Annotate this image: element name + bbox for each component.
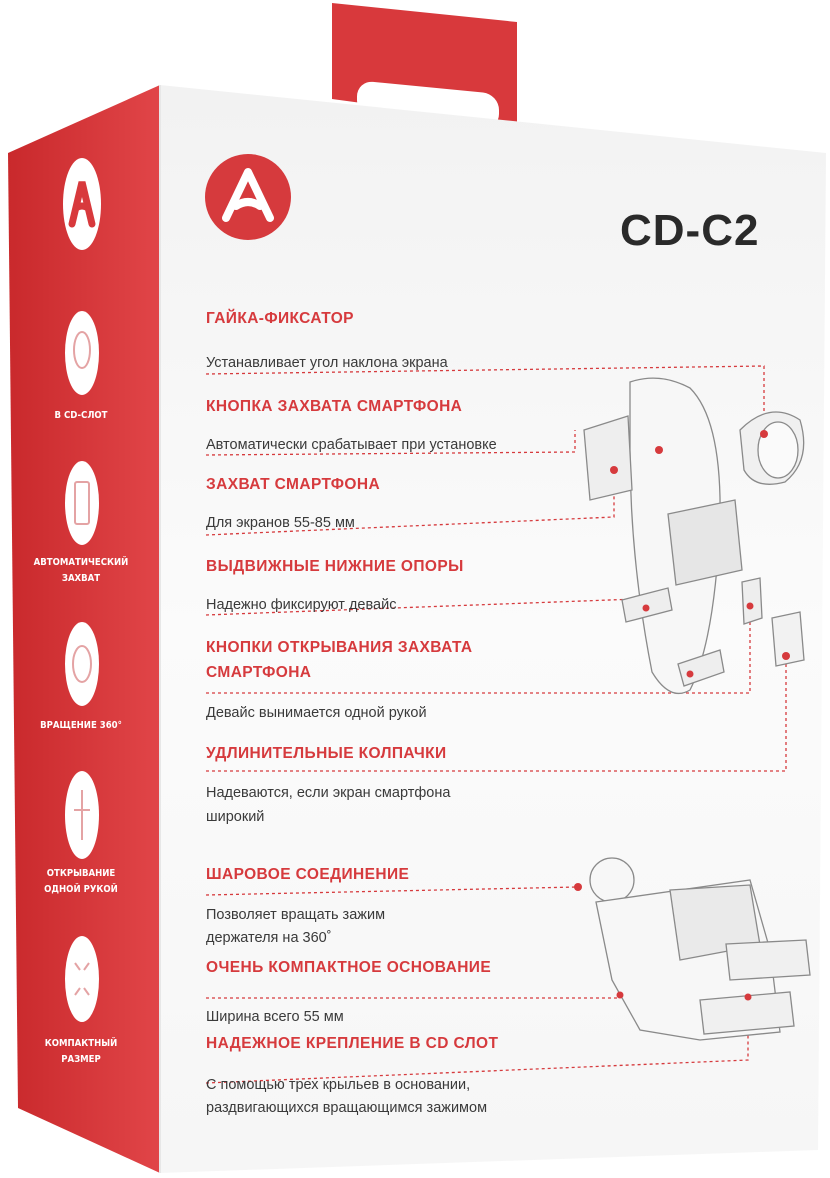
feature-desc: широкий	[206, 809, 265, 825]
feature-title: ЗАХВАТ СМАРТФОНА	[206, 476, 381, 493]
feature-title: СМАРТФОНА	[206, 664, 312, 681]
side-icons	[63, 158, 101, 1022]
feature-desc: Устанавливает угол наклона экрана	[206, 355, 448, 371]
feature-title: УДЛИНИТЕЛЬНЫЕ КОЛПАЧКИ	[206, 745, 447, 762]
side-label-cd-slot: В CD-СЛОТ	[54, 410, 108, 421]
feature-title: КНОПКИ ОТКРЫВАНИЯ ЗАХВАТА	[206, 639, 473, 656]
feature-title: ШАРОВОЕ СОЕДИНЕНИЕ	[206, 866, 410, 883]
logo-a-icon	[222, 168, 274, 222]
feature-desc: Автоматически срабатывает при установке	[206, 437, 497, 453]
brand-logo	[205, 154, 291, 240]
feature-desc: Надеваются, если экран смартфона	[206, 785, 451, 801]
compact-size-icon	[74, 962, 90, 996]
feature-desc: Позволяет вращать зажим	[206, 907, 386, 923]
feature-title: ВЫДВИЖНЫЕ НИЖНИЕ ОПОРЫ	[206, 558, 464, 575]
feature-title: ОЧЕНЬ КОМПАКТНОЕ ОСНОВАНИЕ	[206, 959, 492, 976]
callout-dots	[574, 430, 790, 1001]
phone-holder-illustration	[583, 377, 811, 1041]
auto-grip-icon	[74, 481, 90, 525]
feature-desc: Для экранов 55-85 мм	[206, 515, 355, 531]
feature-desc: Ширина всего 55 мм	[206, 1009, 344, 1025]
feature-desc: держателя на 360˚	[206, 930, 332, 946]
side-label-auto-grip: АВТОМАТИЧЕСКИЙ ЗАХВАТ	[33, 557, 129, 584]
feature-desc: С помощью трех крыльев в основании,	[206, 1077, 471, 1093]
side-label-rotation: ВРАЩЕНИЕ 360°	[40, 720, 122, 731]
side-label-one-hand: ОТКРЫВАНИЕ ОДНОЙ РУКОЙ	[44, 868, 118, 895]
feature-title: КНОПКА ЗАХВАТА СМАРТФОНА	[206, 398, 463, 415]
feature-title: ГАЙКА-ФИКСАТОР	[206, 310, 354, 327]
feature-desc: Надежно фиксируют девайс	[206, 597, 397, 613]
one-hand-icon	[74, 790, 90, 840]
logo-a-icon	[68, 181, 96, 228]
rotation-360-icon	[72, 645, 92, 683]
feature-title: НАДЕЖНОЕ КРЕПЛЕНИЕ В CD СЛОТ	[206, 1035, 499, 1052]
feature-desc: Девайс вынимается одной рукой	[206, 705, 427, 721]
side-label-compact: КОМПАКТНЫЙ РАЗМЕР	[44, 1038, 118, 1065]
model-name: CD-C2	[620, 206, 760, 255]
cd-slot-icon	[73, 331, 91, 369]
feature-desc: раздвигающихся вращающимся зажимом	[206, 1100, 488, 1116]
